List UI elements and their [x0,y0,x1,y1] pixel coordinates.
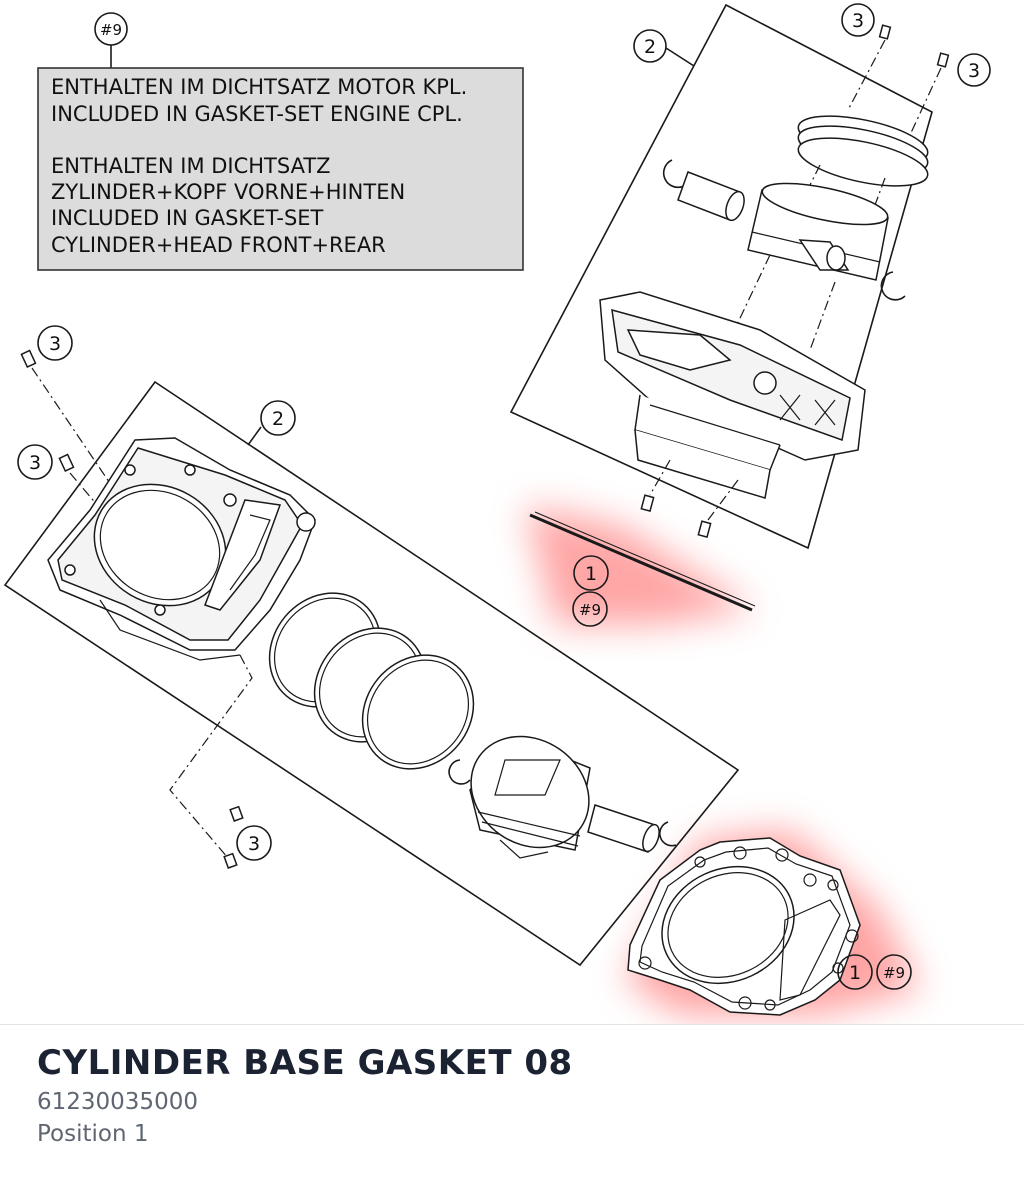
part-title: CYLINDER BASE GASKET 08 [37,1043,573,1083]
cylinder-left[interactable] [47,437,316,661]
dowel-pin[interactable] [640,494,655,512]
dowel-callout: 3 [248,833,260,855]
gasket-side-position-callout: 1 [585,563,597,585]
piston-pin[interactable] [677,171,748,223]
cylinder-base-gasket-flat-view[interactable]: 1 #9 [627,837,912,1016]
note-callout-label: #9 [100,21,122,39]
piston-ring[interactable] [794,129,931,196]
dowel-pin[interactable] [223,852,238,869]
circlip[interactable] [448,759,471,785]
note-line: INCLUDED IN GASKET-SET ENGINE CPL. [51,102,463,126]
dowel-pin[interactable] [697,520,712,538]
dowel-pin[interactable] [229,805,244,822]
dowel-callout: 3 [968,60,980,82]
cylinder-top[interactable] [599,291,866,499]
assembly-top-right[interactable]: 2 3 3 [509,3,991,550]
note-line: INCLUDED IN GASKET-SET [51,206,324,230]
gasket-side-ref-callout: #9 [579,601,601,619]
circlip[interactable] [659,821,677,847]
gasket-flat-position-callout: 1 [849,962,861,984]
part-number: 61230035000 [37,1089,198,1115]
assembly-callout-top: 2 [644,36,656,58]
dowel-callout: 3 [852,10,864,32]
circlip[interactable] [662,159,685,189]
dowel-pin[interactable] [878,24,892,40]
dowel-pin[interactable] [58,453,75,473]
dowel-callout: 3 [49,333,61,355]
note-box: #9 ENTHALTEN IM DICHTSATZ MOTOR KPL. INC… [37,12,524,271]
note-line: ENTHALTEN IM DICHTSATZ [51,154,331,178]
circlip[interactable] [880,271,906,301]
cylinder-base-gasket-side-view[interactable]: 1 #9 [529,511,756,627]
piston[interactable] [449,714,610,870]
gasket-flat-ref-callout: #9 [883,964,905,982]
note-line: ENTHALTEN IM DICHTSATZ MOTOR KPL. [51,75,467,99]
dowel-callout: 3 [29,452,41,474]
highlight-gasket-side[interactable] [525,505,755,625]
piston[interactable] [747,175,891,281]
part-info-panel: CYLINDER BASE GASKET 08 61230035000 Posi… [0,1024,1024,1178]
piston-pin[interactable] [587,804,662,854]
assembly-callout-left: 2 [272,408,284,430]
note-line: CYLINDER+HEAD FRONT+REAR [51,233,386,257]
part-position: Position 1 [37,1121,149,1147]
dowel-pin[interactable] [936,52,950,68]
assembly-left[interactable]: 2 3 3 3 [3,325,740,967]
dowel-pin[interactable] [20,349,37,369]
note-line: ZYLINDER+KOPF VORNE+HINTEN [51,180,405,204]
exploded-parts-diagram: #9 ENTHALTEN IM DICHTSATZ MOTOR KPL. INC… [3,3,991,1016]
piston-ring[interactable] [340,633,497,792]
